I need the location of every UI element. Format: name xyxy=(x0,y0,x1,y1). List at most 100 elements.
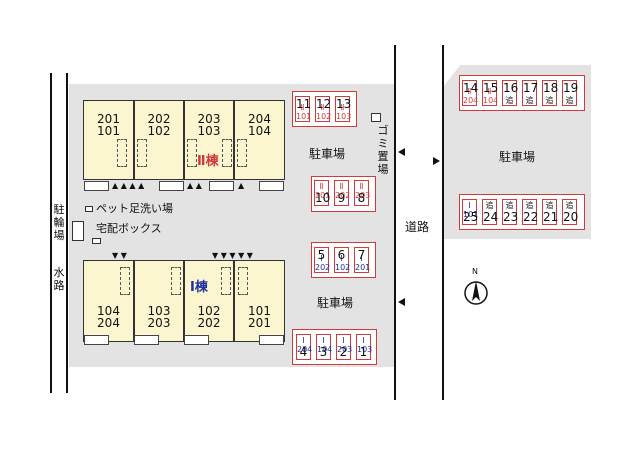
parking-assignment: Ⅱ 203 xyxy=(355,182,371,200)
building-1-label: Ⅰ棟 xyxy=(190,280,208,295)
parking-number: 7 xyxy=(357,248,366,262)
parking-number: 23 xyxy=(503,210,519,224)
parking-assignment: 追 xyxy=(565,201,574,210)
parking-assignment: Ⅱ 104 xyxy=(483,87,499,105)
pet-wash-label: ペット足洗い場 xyxy=(96,202,173,215)
parking-assignment: 追 xyxy=(525,201,534,210)
parking-number: 9 xyxy=(337,191,346,205)
parking-number: 10 xyxy=(315,191,331,205)
parking-number: 8 xyxy=(357,191,366,205)
entry-arrow-left-bottom xyxy=(398,298,405,306)
road-line-left xyxy=(394,45,396,400)
building-2-label: Ⅱ棟 xyxy=(197,154,219,169)
parking-number: 20 xyxy=(563,210,579,224)
entrance-step xyxy=(209,181,234,191)
unit-102-202: 102 202 xyxy=(184,260,234,342)
stair-outline xyxy=(171,267,181,295)
parking-number: 1 xyxy=(359,345,368,359)
garbage-box xyxy=(371,113,381,122)
north-label: N xyxy=(472,267,478,276)
unit-202-102: 202 102 xyxy=(134,100,184,180)
entrance-step xyxy=(159,181,184,191)
parking-assignment: 追 xyxy=(485,201,494,210)
parking-assignment: 追 xyxy=(565,96,574,105)
parking-number: 18 xyxy=(543,81,559,95)
unit-bottom-number: 101 xyxy=(97,124,120,138)
unit-top-number: 101 xyxy=(248,304,271,318)
parking-assignment: Ⅱ 204 xyxy=(463,87,479,105)
unit-bottom-number: 103 xyxy=(197,124,221,138)
parking-number: 16 xyxy=(503,81,519,95)
entrance-marker: ▲ ▲ xyxy=(187,181,202,190)
entrance-marker: ▲ ▲ ▲ ▲ xyxy=(112,181,145,190)
unit-203-103: 203 103 xyxy=(184,100,234,180)
unit-top-number: 103 xyxy=(147,304,171,318)
parking-number: 15 xyxy=(483,81,499,95)
parking-assignment: Ⅰ 104 xyxy=(317,336,333,354)
entrance-marker: ▼ ▼ xyxy=(112,251,127,260)
entrance-step xyxy=(84,181,109,191)
unit-104-204: 104 204 xyxy=(83,260,134,342)
unit-bottom-number: 102 xyxy=(147,124,171,138)
entrance-step xyxy=(259,335,284,345)
unit-bottom-number: 202 xyxy=(197,316,221,330)
parking-assignment: Ⅰ 203 xyxy=(337,336,353,354)
parking-assignment: 追 xyxy=(525,96,534,105)
garbage-area-label: ゴミ置場 xyxy=(377,124,389,176)
parking-number: 22 xyxy=(523,210,539,224)
entry-arrow-right xyxy=(433,157,440,165)
entrance-marker: ▼ ▼ ▼ ▼ ▼ xyxy=(212,251,253,260)
parking-assignment: 追 xyxy=(545,201,554,210)
unit-top-number: 204 xyxy=(248,112,271,126)
parking-assignment: Ⅱ 202 xyxy=(335,182,351,200)
parking-assignment: Ⅱ 103 xyxy=(336,103,352,121)
parking-assignment: 追 xyxy=(545,96,554,105)
unit-top-number: 102 xyxy=(197,304,221,318)
parking-number: 2 xyxy=(339,345,348,359)
waterway-line-left xyxy=(50,73,52,393)
unit-top-number: 104 xyxy=(97,304,120,318)
unit-top-number: 201 xyxy=(97,112,120,126)
waterway-label: 水路 xyxy=(53,266,65,292)
parking-number: 5 xyxy=(317,248,326,262)
entrance-step xyxy=(84,335,109,345)
entrance-step xyxy=(184,335,209,345)
stair-outline xyxy=(238,267,248,295)
parking-assignment: 追 xyxy=(505,201,514,210)
waterway-line-right xyxy=(66,73,68,393)
unit-bottom-number: 203 xyxy=(147,316,171,330)
parking-label-west-top: 駐車場 xyxy=(309,147,346,161)
entrance-marker: ▲ xyxy=(238,181,245,190)
bicycle-parking-label: 駐輪場 xyxy=(53,203,65,242)
road-line-right xyxy=(442,45,444,400)
unit-bottom-number: 104 xyxy=(248,124,271,138)
parking-number: 24 xyxy=(483,210,499,224)
parking-assignment: Ⅰ 101 xyxy=(463,201,479,219)
parking-number: 13 xyxy=(336,97,352,111)
stair-outline xyxy=(221,267,231,295)
entrance-step xyxy=(259,181,284,191)
stair-outline xyxy=(187,139,197,167)
parking-assignment: Ⅱ 101 xyxy=(296,103,312,121)
parking-assignment: Ⅰ 201 xyxy=(355,254,371,272)
parking-number: 12 xyxy=(316,97,332,111)
